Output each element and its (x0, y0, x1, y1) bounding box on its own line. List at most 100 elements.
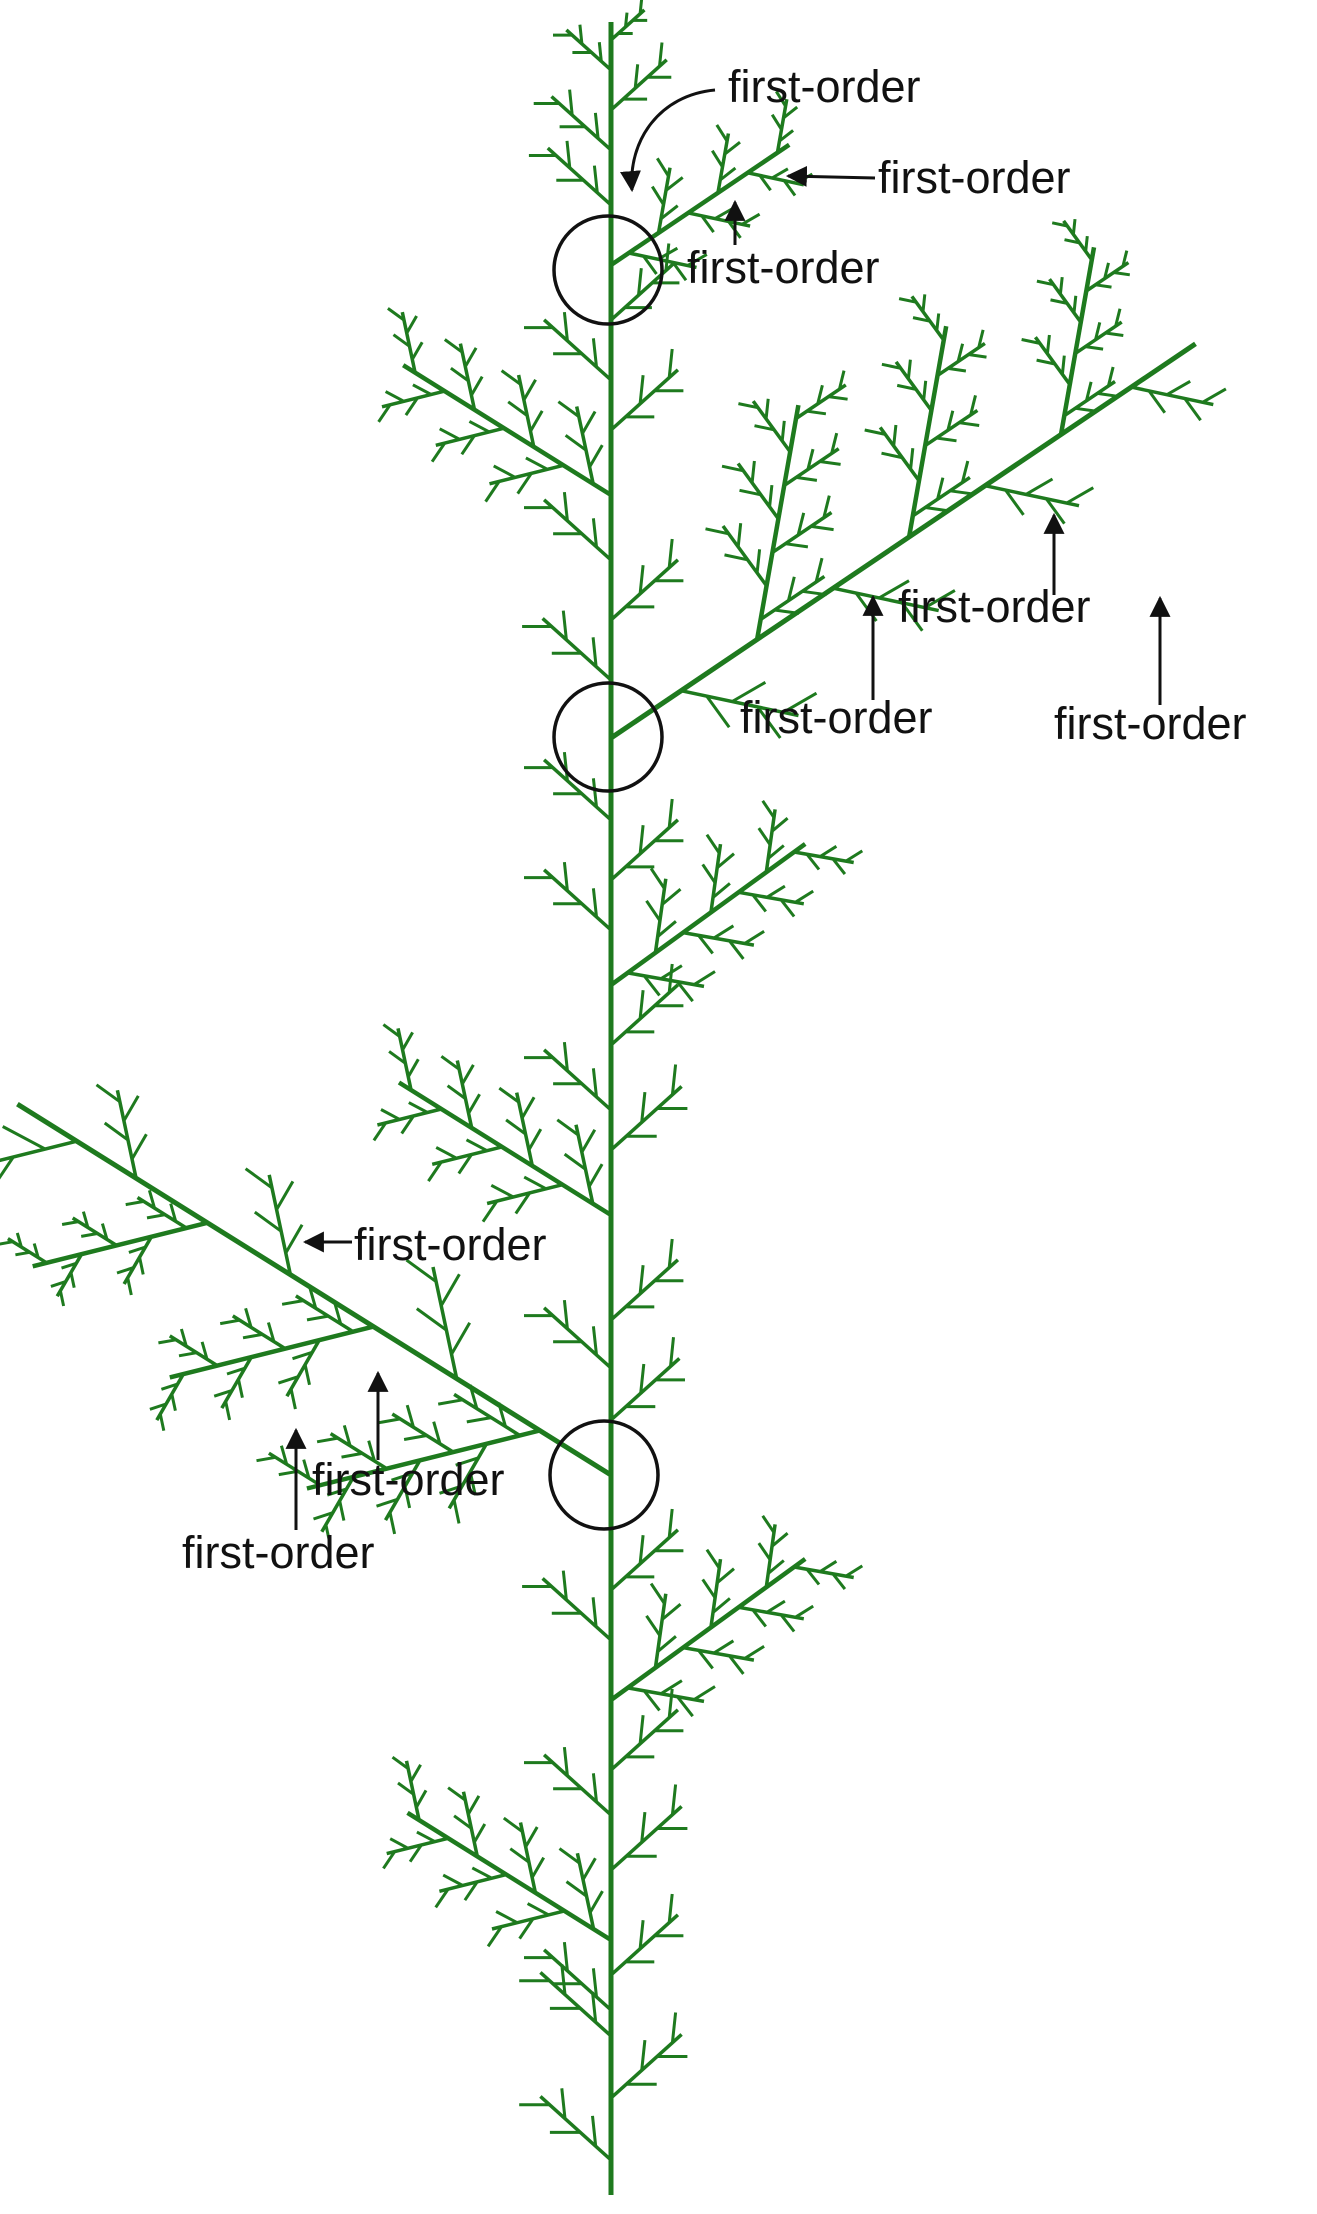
spike-spur (780, 420, 786, 442)
spike-spur (502, 1816, 524, 1833)
spike-spur (638, 1265, 645, 1294)
spike-spur (471, 1866, 493, 1880)
spike-spur (391, 1755, 410, 1770)
spike-spur (960, 460, 970, 483)
spike-spur (936, 477, 945, 500)
spike-spur (403, 1434, 428, 1441)
spike-spur (388, 1511, 397, 1535)
spike-spur (667, 1508, 674, 1538)
spike-spur (743, 930, 765, 945)
spike-axis (936, 341, 986, 377)
spike-spur (1095, 283, 1112, 289)
spike-spur (779, 898, 796, 918)
spike-spur (958, 421, 980, 427)
spike-spur (593, 112, 600, 139)
spike-spur (0, 1240, 14, 1246)
spike-spur (768, 484, 774, 508)
spike-spur (667, 538, 674, 568)
spike-spur (516, 472, 533, 495)
spike-spur (587, 1163, 604, 1188)
spike-spur (279, 1445, 289, 1465)
spike-spur (397, 1781, 415, 1796)
spike-spur (557, 400, 580, 418)
spike-spur (226, 1366, 246, 1376)
spike-spur (467, 1795, 481, 1815)
spike-axis (738, 890, 805, 906)
spike-spur (468, 1471, 477, 1496)
spike-spur (700, 214, 715, 233)
spike-axis (6, 1237, 48, 1265)
branch-axis (306, 1428, 541, 1491)
branch-axis (906, 325, 949, 538)
spike-spur (1050, 298, 1068, 305)
spike-spur (1, 1125, 46, 1151)
spike-spur (281, 1299, 304, 1306)
spike-spur (946, 410, 955, 431)
spike-spur (785, 542, 809, 549)
spike-spur (416, 1830, 436, 1843)
spike-spur (256, 1455, 276, 1463)
spike-spur (580, 1129, 597, 1153)
spike-spur (472, 1823, 487, 1844)
spike-axis (894, 360, 933, 412)
spike-spur (796, 512, 806, 536)
spike-spur (845, 849, 864, 863)
spike-spur (69, 1272, 76, 1289)
spike-spur (1021, 338, 1041, 345)
spike-spur (15, 1232, 23, 1248)
spike-axis (759, 574, 826, 621)
spike-spur (15, 1250, 31, 1257)
spike-spur (751, 1608, 767, 1628)
spike-spur (667, 798, 674, 828)
spike-spur (878, 579, 910, 600)
spike-spur (412, 383, 432, 396)
spike-spur (739, 488, 762, 497)
spike-spur (306, 1314, 329, 1322)
spike-spur (130, 1133, 148, 1160)
spike-spur (562, 1746, 569, 1776)
spike-spur (831, 1572, 847, 1591)
spike-spur (342, 1424, 352, 1447)
branch-axis (609, 1557, 807, 1702)
spike-spur (794, 1604, 814, 1619)
label-first-order-upper-branch: first-order (687, 242, 880, 293)
branch-axis (402, 363, 613, 497)
spike-axis (764, 1524, 777, 1588)
spike-spur (764, 398, 770, 419)
spike-axis (609, 368, 680, 432)
spike-axis (709, 1558, 723, 1628)
spike-spur (158, 1338, 177, 1345)
spike-spur (1121, 250, 1129, 267)
label-first-order-upper-right: first-order (878, 152, 1071, 203)
spike-spur (146, 1213, 166, 1220)
spike-spur (667, 963, 674, 993)
spike-spur (562, 1041, 569, 1071)
spike-spur (61, 1220, 79, 1226)
spike-spur (1114, 308, 1122, 327)
spike-spur (786, 576, 796, 602)
spike-spur (391, 1471, 413, 1482)
spike-spur (450, 1321, 471, 1356)
spike-spur (427, 1161, 443, 1182)
branch-axis (169, 1324, 375, 1380)
spike-spur (669, 1337, 675, 1367)
spike-spur (406, 1058, 420, 1078)
spike-axis (565, 28, 613, 72)
spike-spur (460, 434, 476, 456)
spike-spur (1084, 381, 1093, 402)
spike-spur (592, 165, 599, 193)
spike-spur (266, 1322, 276, 1342)
spike-spur (316, 1436, 339, 1444)
spike-spur (660, 1679, 683, 1696)
spike-spur (95, 1083, 121, 1103)
spike-spur (498, 1086, 520, 1104)
spike-spur (754, 424, 775, 432)
spike-axis (609, 1258, 680, 1322)
spike-spur (1084, 235, 1089, 252)
spike-axis (832, 586, 940, 613)
spike-spur (490, 1183, 515, 1199)
spike-spur (409, 1763, 422, 1783)
spike-spur (638, 825, 645, 854)
label-first-order-left-a: first-order (354, 1219, 547, 1270)
spike-axis (391, 1412, 455, 1454)
